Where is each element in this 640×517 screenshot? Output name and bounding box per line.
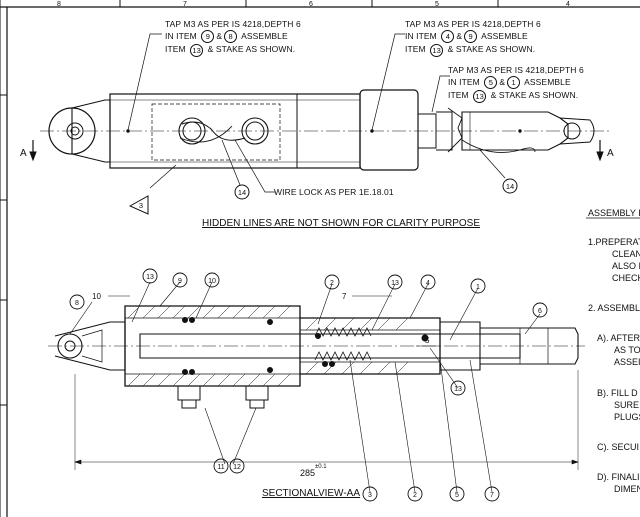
assembly-line-2: CLEAN [612,249,640,259]
assembly-line-3: ALSO I [612,261,640,271]
tap-note-2-in-item: IN ITEM [405,31,437,41]
balloon-14-shape-a [234,184,250,200]
wire-lock-note: WIRE LOCK AS PER 1E.18.01 [274,187,394,197]
triangle-3 [128,195,149,215]
balloon-6: 6 [538,308,542,315]
zone-7: 7 [183,1,187,8]
top-balloons [128,178,518,215]
section-view [48,305,585,409]
dim-10: 10 [92,292,101,301]
assembly-line-12: C). SECUI [597,442,640,452]
balloon-5: 5 [455,492,459,499]
tap-note-1: TAP M3 AS PER IS 4218,DEPTH 6 IN ITEM 9&… [165,18,301,57]
tap-note-1-item-b: 8 [224,30,238,44]
tap-note-2-line2: IN ITEM 4&9 ASSEMBLE [405,30,541,44]
dim-7: 7 [342,292,347,301]
tap-note-1-item-word: ITEM [165,44,186,55]
tap-note-2-assemble: ASSEMBLE [481,31,528,41]
balloon-2-b: 2 [413,492,417,499]
balloon-14-shape-b [502,178,518,194]
balloon-11: 11 [217,464,224,471]
tap-note-1-item-a: 9 [201,30,215,44]
tap-note-2-stake: & STAKE AS SHOWN. [447,44,536,55]
assembly-line-5: 2. ASSEMBL [588,303,640,313]
balloon-1: 1 [476,284,480,291]
balloon-3: 3 [368,492,372,499]
zone-numbers: 8 7 6 5 4 [57,1,570,8]
tap-note-1-assemble: ASSEMBLE [241,31,288,41]
zone-4: 4 [566,1,570,8]
tap-note-1-line2: IN ITEM 9&8 ASSEMBLE [165,30,301,44]
balloon-2-a: 2 [330,280,334,287]
assembly-line-7: AS TO [614,345,640,355]
tap-note-2-item-a: 4 [441,30,455,44]
assembly-line-8: ASSEI [614,357,640,367]
tap-note-2-item-c: 13 [430,43,444,57]
tap-note-3-stake: & STAKE AS SHOWN. [490,90,579,101]
tap-note-3-amp: & [499,77,506,87]
tap-note-1-amp: & [216,31,223,41]
assembly-line-10: SURE [614,400,640,410]
assembly-line-13: D). FINALI [597,472,640,482]
dim-5: 5 [425,336,430,345]
top-leaders [127,33,506,193]
dim-285: 285 [300,468,315,478]
tap-note-2-item-b: 9 [464,30,478,44]
balloon-13-c: 13 [454,386,462,393]
assembly-line-6: A). AFTER [597,333,640,343]
tap-note-1-line3: ITEM 13 & STAKE AS SHOWN. [165,43,301,57]
tap-note-1-in-item: IN ITEM [165,31,197,41]
zone-8: 8 [57,1,61,8]
tap-note-3-line1: TAP M3 AS PER IS 4218,DEPTH 6 [448,65,584,75]
balloon-14-label-a: 14 [238,188,246,197]
balloon-13-b: 13 [391,280,399,287]
section-view-title: SECTIONALVIEW-AA [262,488,360,499]
hidden-lines-note: HIDDEN LINES ARE NOT SHOWN FOR CLARITY P… [202,218,481,229]
zone-6: 6 [309,1,313,8]
tap-note-2-amp: & [456,31,463,41]
balloon-7: 7 [490,492,494,499]
tap-note-3-item-word: ITEM [448,90,469,101]
tap-note-2: TAP M3 AS PER IS 4218,DEPTH 6 IN ITEM 4&… [405,18,541,57]
assembly-line-11: PLUGS [614,412,640,422]
tap-note-1-line1: TAP M3 AS PER IS 4218,DEPTH 6 [165,19,301,29]
assembly-line-4: CHECK [612,273,640,283]
balloon-14-label-b: 14 [506,182,514,191]
tap-note-3-item-a: 5 [484,76,498,90]
tap-note-2-line3: ITEM 13 & STAKE AS SHOWN. [405,43,541,57]
tap-note-3-item-b: 1 [507,76,521,90]
tap-note-3-line2: IN ITEM 5&1 ASSEMBLE [448,76,584,90]
tap-note-3-line3: ITEM 13 & STAKE AS SHOWN. [448,89,584,103]
balloon-3-label: 3 [139,201,143,210]
section-balloons [69,268,548,502]
balloon-4: 4 [426,280,430,287]
balloon-12: 12 [233,464,241,471]
dim-tolerance: ±0.1 [315,464,327,470]
external-view [29,89,610,171]
assembly-line-9: B). FILL D [597,388,638,398]
tap-note-1-stake: & STAKE AS SHOWN. [207,44,296,55]
tap-note-2-item-word: ITEM [405,44,426,55]
balloon-10: 10 [208,278,216,285]
assembly-line-1: 1.PREPERAT [588,237,640,247]
zone-5: 5 [435,1,439,8]
section-mark-right: A [607,148,614,159]
tap-note-1-item-c: 13 [190,43,204,57]
section-mark-left: A [20,148,27,159]
tap-note-3-item-c: 13 [473,89,487,103]
tap-note-3-assemble: ASSEMBLE [524,77,571,87]
balloon-13-a: 13 [146,274,154,281]
tap-note-2-line1: TAP M3 AS PER IS 4218,DEPTH 6 [405,19,541,29]
balloon-8: 8 [75,300,79,307]
tap-note-3-in-item: IN ITEM [448,77,480,87]
section-leaders [69,281,579,493]
tap-note-3: TAP M3 AS PER IS 4218,DEPTH 6 IN ITEM 5&… [448,64,584,103]
assembly-heading: ASSEMBLY I [588,208,640,218]
balloon-9: 9 [178,278,182,285]
assembly-line-14: DIMEN [614,484,640,494]
